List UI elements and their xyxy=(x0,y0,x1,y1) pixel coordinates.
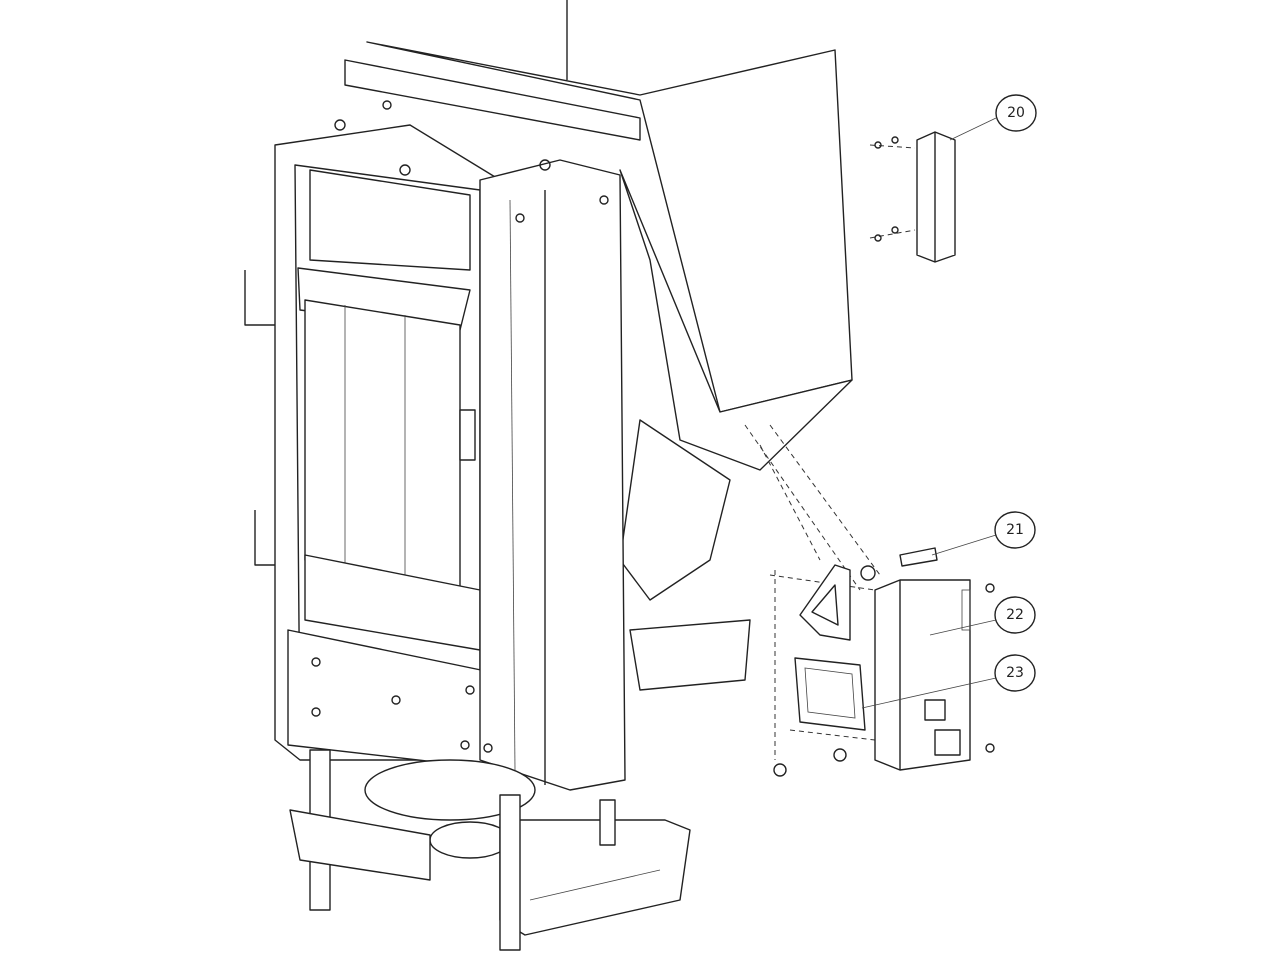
leader-lines xyxy=(861,117,997,709)
base-assembly xyxy=(289,749,691,951)
part-20-component xyxy=(869,131,956,263)
callout-label: 23 xyxy=(1006,665,1024,681)
callout-21: 21 xyxy=(994,511,1036,549)
control-assembly xyxy=(744,424,995,777)
hopper xyxy=(344,0,853,691)
callout-22: 22 xyxy=(994,596,1036,634)
callout-label: 20 xyxy=(1007,105,1025,121)
callout-20: 20 xyxy=(995,94,1037,132)
callout-label: 22 xyxy=(1006,607,1024,623)
callout-23: 23 xyxy=(994,654,1036,692)
callout-label: 21 xyxy=(1006,522,1024,538)
stove-body xyxy=(244,100,626,791)
